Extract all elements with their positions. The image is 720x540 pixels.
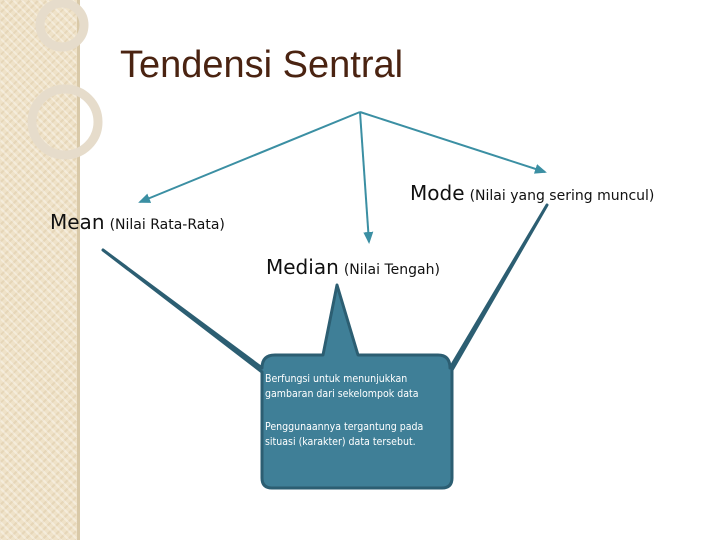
arrow-to-median xyxy=(360,112,369,242)
median-label-main: Median xyxy=(266,255,339,279)
callout-text-1: Berfungsi untuk menunjukkan gambaran dar… xyxy=(265,372,455,402)
mode-label: Mode (Nilai yang sering muncul) xyxy=(410,181,654,205)
callout-text-2: Penggunaannya tergantung pada situasi (k… xyxy=(265,420,455,450)
arrow-to-mean xyxy=(140,112,360,202)
mean-label-note: (Nilai Rata-Rata) xyxy=(110,217,225,233)
decorative-ring-large xyxy=(40,3,84,47)
mode-label-main: Mode xyxy=(410,181,465,205)
slide-title: Tendensi Sentral xyxy=(120,44,403,87)
median-label: Median (Nilai Tengah) xyxy=(266,255,440,279)
arrow-to-mode xyxy=(360,112,545,172)
mean-label: Mean (Nilai Rata-Rata) xyxy=(50,210,225,234)
mean-label-main: Mean xyxy=(50,210,105,234)
mode-label-note: (Nilai yang sering muncul) xyxy=(470,188,655,204)
decorative-ring-small xyxy=(32,89,98,155)
median-label-note: (Nilai Tengah) xyxy=(344,262,440,278)
